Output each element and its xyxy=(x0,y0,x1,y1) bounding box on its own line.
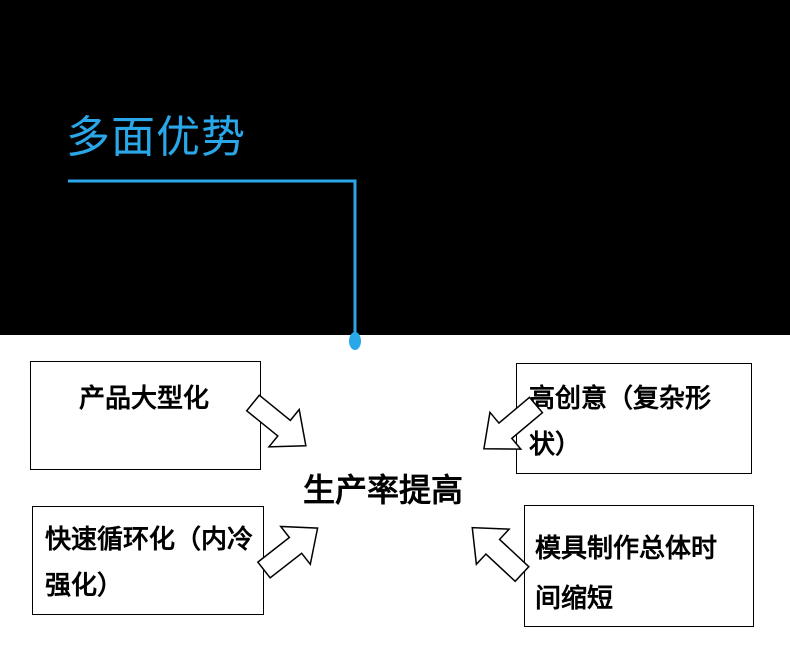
box-product-enlargement: 产品大型化 xyxy=(30,361,261,470)
box-text-line: 快速循环化（内冷 xyxy=(45,525,254,555)
center-label: 生产率提高 xyxy=(303,471,464,509)
box-fast-cycle: 快速循环化（内冷 强化） xyxy=(32,506,264,615)
box-text-line: 强化） xyxy=(45,571,124,601)
arrow-from-top-right-icon xyxy=(467,385,553,468)
box-text-line: 高创意（复杂形 xyxy=(529,384,712,414)
box-text-line: 状） xyxy=(529,430,582,460)
connector-dot xyxy=(349,332,361,350)
box-text-line: 间缩短 xyxy=(535,584,614,614)
box-mold-time-reduction: 模具制作总体时 间缩短 xyxy=(524,505,754,627)
arrow-from-bottom-left-icon xyxy=(248,508,334,590)
box-text-line: 模具制作总体时 xyxy=(535,534,718,564)
arrow-from-top-left-icon xyxy=(237,383,322,466)
dark-header-band xyxy=(0,0,790,335)
box-high-creativity: 高创意（复杂形 状） xyxy=(516,363,752,474)
arrow-from-bottom-right-icon xyxy=(455,509,540,593)
box-text-line: 产品大型化 xyxy=(79,384,210,414)
connector-line xyxy=(68,179,357,335)
page-title: 多面优势 xyxy=(66,112,246,163)
